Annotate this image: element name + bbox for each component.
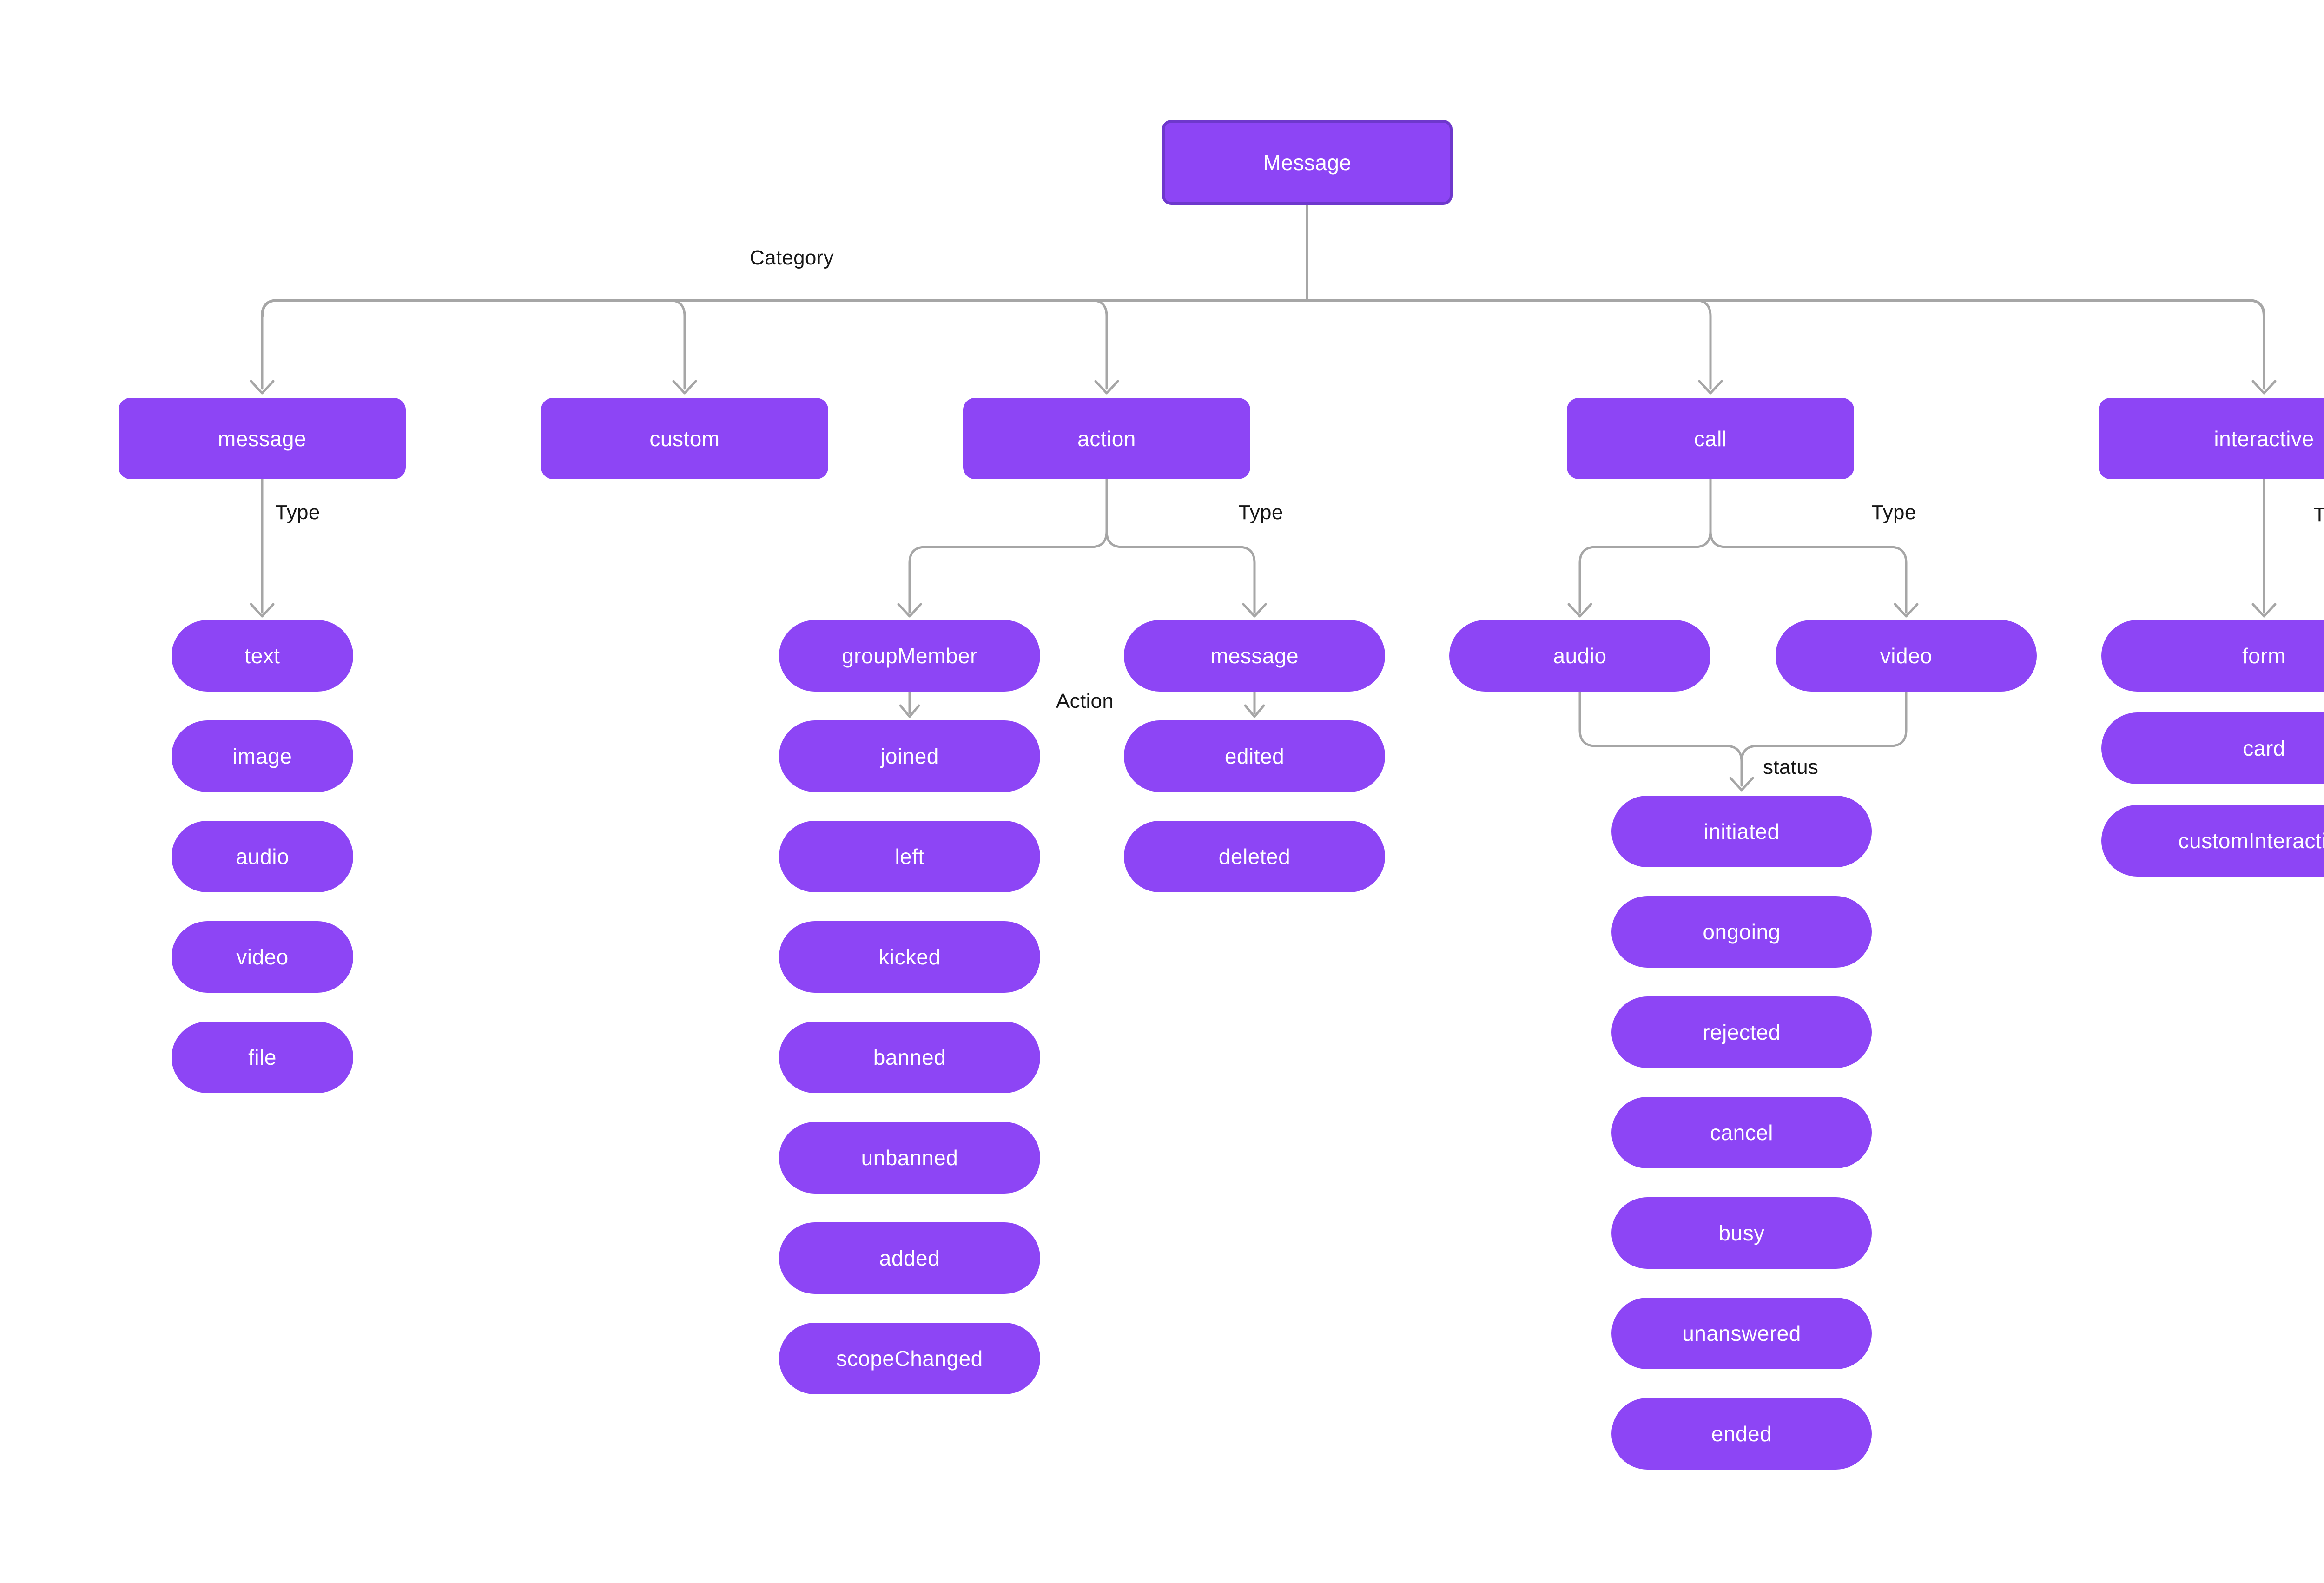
node-image: image [172,720,353,792]
edge-action-left [908,530,1108,614]
node-text: text [172,620,353,692]
node-unanswered: unanswered [1611,1298,1872,1369]
edge-label-type-call: Type [1871,501,1916,524]
node-card: card [2101,712,2324,784]
arrowhead-call [1698,380,1723,395]
node-form: form [2101,620,2324,692]
arrowhead-video [1894,603,1919,618]
node-category-interactive: interactive [2099,398,2324,479]
node-unbanned: unbanned [779,1122,1040,1194]
node-deleted: deleted [1124,821,1385,892]
arrowhead-audio [1567,603,1592,618]
edge-category-trunk [261,299,2265,317]
edge-video-status [1740,690,1908,763]
node-ongoing: ongoing [1611,896,1872,968]
node-video-type: video [172,921,353,993]
node-call-video: video [1776,620,2037,692]
node-call-audio: audio [1449,620,1710,692]
arrowhead-edited [1244,704,1265,718]
node-edited: edited [1124,720,1385,792]
node-left: left [779,821,1040,892]
node-kicked: kicked [779,921,1040,993]
node-initiated: initiated [1611,796,1872,867]
node-rejected: rejected [1611,996,1872,1068]
arrowhead-interactive [2251,380,2277,395]
node-added: added [779,1222,1040,1294]
arrowhead-action [1094,380,1119,395]
node-audio-type: audio [172,821,353,892]
node-custominteractive: customInteractive [2101,805,2324,877]
arrowhead-initiated [1729,777,1754,792]
node-ended: ended [1611,1398,1872,1470]
arrowhead-form [2251,603,2277,618]
node-busy: busy [1611,1197,1872,1269]
edge-label-category: Category [750,246,834,269]
edge-call-left [1578,530,1712,614]
node-banned: banned [779,1022,1040,1093]
edge-label-action: Action [1056,690,1114,712]
edge-drop-custom [667,299,686,390]
node-action-message: message [1124,620,1385,692]
edge-label-type-message: Type [275,501,320,524]
node-category-custom: custom [541,398,828,479]
edge-call-right [1709,530,1908,614]
arrowhead-action-message [1242,603,1267,618]
node-category-message: message [119,398,406,479]
node-category-action: action [963,398,1250,479]
arrowhead-message [250,380,275,395]
node-scopechanged: scopeChanged [779,1323,1040,1394]
edge-action-right [1105,530,1256,614]
edge-drop-call [1693,299,1712,390]
arrowhead-text [250,603,275,618]
node-category-call: call [1567,398,1854,479]
edge-label-type-interactive: Type [2313,503,2324,526]
edge-drop-action [1089,299,1108,390]
node-root-message: Message [1162,120,1452,205]
node-cancel: cancel [1611,1097,1872,1168]
arrowhead-groupmember [897,603,922,618]
edge-label-status: status [1763,756,1819,778]
node-groupmember: groupMember [779,620,1040,692]
edge-audio-status [1578,690,1743,763]
arrowhead-joined [899,704,920,718]
arrowhead-custom [672,380,697,395]
node-joined: joined [779,720,1040,792]
node-file: file [172,1022,353,1093]
edge-label-type-action: Type [1238,501,1283,524]
